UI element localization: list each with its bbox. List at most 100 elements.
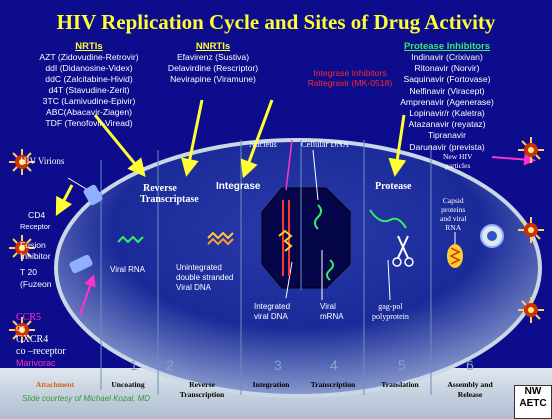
stage-number: 3 — [274, 357, 282, 373]
pointer-lines — [67, 149, 456, 301]
cellular-dna-label: Cellular DNA — [301, 139, 349, 149]
cd4-receptor-shape — [83, 184, 103, 206]
capsid-shape — [447, 244, 463, 268]
nnrti-item: Efavirenz (Sustiva) — [176, 52, 250, 62]
stage-number: 4 — [330, 357, 338, 373]
protease-inhibitor-item: Amprenavir (Agenerase) — [400, 96, 494, 107]
ccr5-label: CCR5 — [16, 312, 42, 323]
fusion-label: Fusion — [20, 240, 46, 250]
nrti-item: AZT (Zidovudine-Retrovir) — [39, 52, 139, 62]
unintegrated-line: Viral DNA — [176, 283, 211, 292]
nrti-item: d4T (Stavudine-Zerit) — [48, 85, 130, 95]
budding-virion-icon — [480, 224, 504, 248]
capsid-rna-shape — [449, 247, 461, 265]
integrated-line: Integrated — [254, 302, 291, 311]
stage-label: Uncoating — [111, 380, 145, 389]
nrti-arrow — [93, 114, 146, 177]
protease-arrow — [388, 114, 407, 177]
viral-rna-shape — [117, 235, 144, 244]
capsid-line: and viral — [440, 214, 467, 223]
stage-label: Transcription — [310, 380, 356, 389]
nnrti-heading: NNRTIs — [195, 41, 231, 52]
dna-shape — [207, 231, 234, 240]
new-hiv-line: particles — [444, 161, 471, 170]
unintegrated-line: double stranded — [176, 273, 234, 282]
t20-label: T 20 — [20, 267, 38, 277]
stage-label: Integration — [252, 380, 290, 389]
logo-text: NW AETC — [519, 386, 547, 409]
integrase-arrow — [240, 99, 274, 179]
virion-icon — [518, 137, 544, 163]
mrna-line: Viral — [320, 302, 336, 311]
nrti-item: ddI (Didanosine-Videx) — [45, 63, 133, 73]
nucleus-shape — [261, 187, 351, 289]
virion-icon — [9, 317, 35, 343]
gag-pol-line: polyprotein — [372, 312, 409, 321]
protease-inhibitor-block: Protease Inhibitors Indinavir (Crixivan)… — [388, 41, 506, 153]
credit-text: Slide courtesy of Michael Kozal, MD — [22, 394, 151, 403]
nrti-heading: NRTIs — [75, 41, 103, 52]
cd4-label: CD4 — [28, 210, 46, 220]
stage-label: Attachment — [35, 380, 75, 389]
stage-number: 1 — [130, 357, 138, 373]
nrti-item: ABC(Abacavir-Ziagen) — [46, 107, 132, 117]
virion-icon — [518, 297, 544, 323]
protease-inhibitor-item: Tipranavir — [428, 130, 466, 141]
mrna-line: mRNA — [320, 312, 344, 321]
integrase-inhibitor-block: Integrase Inhibitors Raltegravir (MK-051… — [300, 68, 400, 88]
stage-number: 2 — [166, 357, 174, 373]
protease-inhibitor-item: Saquinavir (Fortovase) — [403, 74, 491, 85]
protease-inhibitor-list: Indinavir (Crixivan)Ritonavir (Norvir)Sa… — [388, 52, 506, 153]
protease-label: Protease — [375, 181, 412, 192]
nnrti-list: Efavirenz (Sustiva)Delavirdine (Rescript… — [154, 52, 272, 85]
fuzeon-label: (Fuzeon — [20, 279, 52, 289]
nrti-item: ddC (Zalcitabine-Hivid) — [45, 74, 133, 84]
nnrti-item: Nevirapine (Viramune) — [170, 74, 256, 84]
virion-icon — [518, 217, 544, 243]
aetc-logo: NW AETC — [514, 385, 552, 419]
fusion-arrow — [55, 184, 74, 216]
new-particles-arrow — [491, 153, 536, 166]
reverse-label: Reverse — [143, 183, 177, 194]
gag-pol-line: gag-pol — [378, 302, 403, 311]
receptor-label: Receptor — [20, 222, 51, 231]
hiv-virions-label: HIV Virions — [20, 156, 65, 166]
stage-number: 6 — [466, 357, 474, 373]
protease-inhibitor-item: Lopinavir/r (Kaletra) — [409, 108, 485, 119]
mrna-shape — [326, 259, 334, 281]
protease-inhibitor-item: Indinavir (Crixivan) — [411, 52, 483, 62]
integrase-label: Integrase — [216, 181, 261, 192]
capsid-line: Capsid — [442, 196, 464, 205]
protease-inhibitor-heading: Protease Inhibitors — [403, 41, 491, 52]
stage-label: Reverse Transcription — [179, 380, 225, 399]
maraviroc-label: Marivorac — [16, 358, 56, 368]
inhibitor-label: Inhibitor — [20, 251, 51, 261]
integrase-inhibitor-item: Raltegravir (MK-0518) — [307, 78, 393, 88]
unintegrated-line: Unintegrated — [176, 263, 222, 272]
scissors-icon — [369, 209, 414, 267]
viral-rna-label: Viral RNA — [110, 265, 145, 274]
integrase-inhibitor-heading: Integrase Inhibitors — [313, 68, 387, 78]
integrated-dna-shape — [278, 200, 293, 276]
stage-label: Assembly and Release — [447, 380, 493, 399]
dna-shape-2 — [207, 237, 234, 246]
cxcr4-label: CXCR4 — [16, 334, 49, 345]
virion-icon — [9, 235, 35, 261]
stage-label: Translation — [381, 380, 419, 389]
nucleus-label: Nucleus — [249, 139, 277, 149]
capsid-line: proteins — [441, 205, 466, 214]
nnrti-item: Delavirdine (Rescriptor) — [167, 63, 259, 73]
coreceptor-shape — [69, 254, 93, 274]
nrti-list: AZT (Zidovudine-Retrovir)ddI (Didanosine… — [30, 52, 148, 129]
protease-inhibitor-item: Darunavir (prevista) — [409, 141, 485, 152]
protease-inhibitor-item: Atazanavir (reyataz) — [408, 119, 486, 130]
nrti-item: 3TC (Lamivudine-Epivir) — [42, 96, 136, 106]
nnrti-arrow — [180, 99, 204, 177]
page-title: HIV Replication Cycle and Sites of Drug … — [56, 10, 496, 34]
